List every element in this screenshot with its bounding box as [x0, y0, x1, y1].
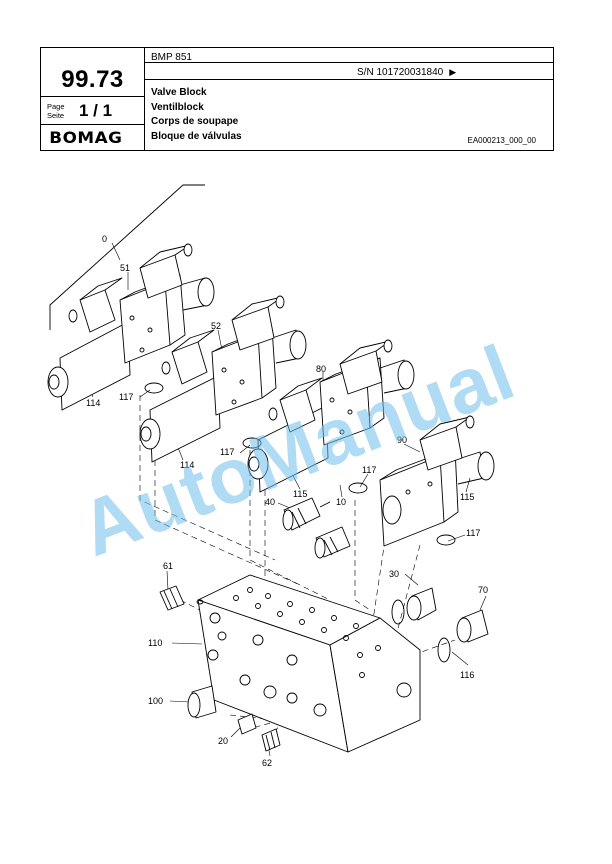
header-divider [144, 79, 553, 80]
title-es: Bloque de válvulas [151, 130, 242, 142]
page-titles: Valve Block Ventilblock Corps de soupape… [151, 86, 242, 144]
header-divider [41, 124, 144, 125]
part-label-117: 117 [220, 447, 234, 457]
part-label-116: 116 [460, 670, 474, 680]
part-label-117: 117 [119, 392, 133, 402]
part-label-62: 62 [262, 758, 272, 768]
fittings [391, 587, 489, 663]
bomag-logo: BOMAG [49, 128, 123, 147]
part-label-51: 51 [120, 263, 130, 273]
part-label-61: 61 [163, 561, 173, 571]
part-label-0: 0 [102, 234, 107, 244]
title-de: Ventilblock [151, 101, 204, 113]
model-name: BMP 851 [151, 52, 192, 63]
page-code: 99.73 [61, 66, 124, 93]
part-label-115: 115 [460, 492, 474, 502]
check-valves [282, 497, 351, 559]
header-divider [144, 62, 553, 63]
part-label-114: 114 [86, 398, 100, 408]
header-table: BMP 851 S/N 101720031840 ▶ 99.73 Page Sei… [40, 47, 554, 151]
part-label-30: 30 [389, 569, 399, 579]
title-fr: Corps de soupape [151, 116, 239, 127]
part-label-20: 20 [218, 736, 228, 746]
part-label-40: 40 [265, 497, 275, 507]
page-label-de: Seite [47, 111, 65, 120]
part-label-117: 117 [362, 465, 376, 475]
valve-51 [47, 243, 215, 411]
page-label: Page Seite [47, 102, 65, 120]
part-label-80: 80 [316, 364, 326, 374]
valve-52 [139, 295, 307, 463]
valve-block-110 [196, 574, 421, 753]
document-id: EA000213_000_00 [467, 136, 536, 145]
part-label-115: 115 [293, 489, 307, 499]
arrow-right-icon: ▶ [449, 67, 457, 77]
serial-text: S/N 101720031840 [357, 67, 444, 78]
valve-90 [379, 415, 495, 547]
part-labels: 0 51 52 80 90 114 117 114 117 115 117 11… [86, 234, 488, 768]
part-label-10: 10 [336, 497, 346, 507]
page-number: 1 / 1 [79, 101, 113, 120]
part-label-90: 90 [397, 435, 407, 445]
part-label-100: 100 [148, 696, 163, 706]
assembly-bracket [49, 184, 205, 330]
header-divider [144, 48, 145, 150]
plugs-and-screws [159, 585, 281, 752]
serial-number: S/N 101720031840 ▶ [357, 67, 456, 78]
part-label-114: 114 [180, 460, 194, 470]
part-label-110: 110 [148, 638, 162, 648]
valve-80 [247, 339, 415, 493]
header-divider [41, 96, 144, 97]
part-label-52: 52 [211, 321, 221, 331]
page-label-en: Page [47, 102, 65, 111]
part-label-117: 117 [466, 528, 480, 538]
part-label-70: 70 [478, 585, 488, 595]
o-rings [144, 382, 456, 546]
title-en: Valve Block [151, 87, 207, 98]
